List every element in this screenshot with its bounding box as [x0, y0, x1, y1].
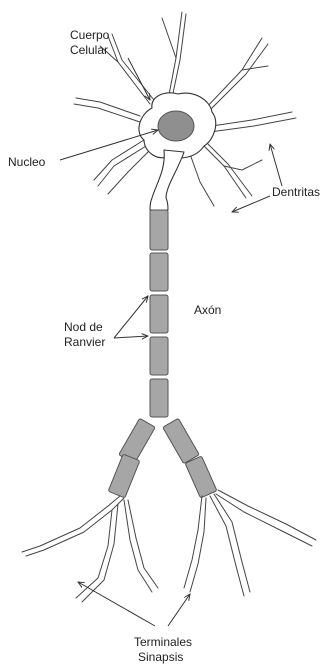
label-nod-line1: Nod de — [64, 320, 103, 334]
nod-pointer-upper — [114, 296, 148, 338]
axon-terminals — [22, 490, 316, 602]
axon-hillock — [150, 150, 184, 210]
label-axon: Axón — [194, 303, 221, 317]
label-terminales-line2: Sinapsis — [138, 650, 183, 664]
axon — [108, 210, 217, 498]
nucleo-pointer — [60, 130, 158, 160]
dentritas-pointer-upper — [270, 144, 282, 186]
label-nod-line2: Ranvier — [64, 335, 105, 349]
terminales-pointer-right — [168, 594, 190, 626]
myelin-segment — [108, 454, 140, 498]
myelin-segment — [150, 210, 168, 250]
nucleus — [158, 111, 194, 141]
dentritas-pointer-lower — [232, 196, 270, 212]
myelin-segment — [150, 253, 168, 291]
label-terminales-line1: Terminales — [134, 635, 192, 649]
terminales-pointer-left — [78, 582, 155, 626]
label-nucleo: Nucleo — [8, 155, 46, 169]
myelin-segment — [150, 337, 168, 375]
myelin-segment — [163, 418, 200, 463]
myelin-segment — [150, 295, 168, 333]
label-dentritas: Dentritas — [272, 185, 320, 199]
myelin-segment — [185, 456, 217, 498]
myelin-segment — [150, 379, 168, 417]
label-cuerpo-line2: Celular — [70, 43, 108, 57]
nod-pointer-lower — [114, 336, 148, 338]
label-cuerpo-line1: Cuerpo — [70, 28, 110, 42]
